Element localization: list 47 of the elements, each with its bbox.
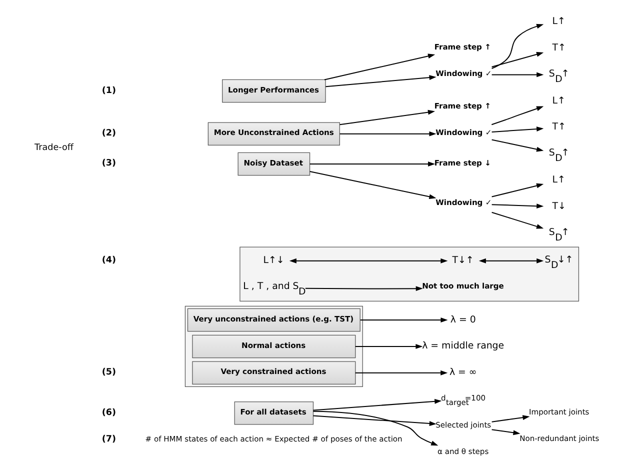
- node-text: λ = ∞: [448, 367, 476, 378]
- node-text: L↑: [552, 95, 565, 106]
- label: (4): [101, 256, 116, 266]
- arrow: [309, 162, 435, 166]
- arrow: [491, 204, 544, 209]
- arrow: [491, 52, 544, 68]
- arrow: [312, 398, 442, 411]
- label: Trade-off: [34, 142, 73, 153]
- arrow: [312, 410, 438, 446]
- node-text: T↑: [552, 42, 566, 54]
- arrow: [491, 24, 544, 69]
- arrow: [491, 429, 520, 436]
- arrow: [309, 170, 436, 200]
- arrow: [490, 106, 544, 126]
- arrow: [354, 370, 448, 376]
- arrow: [491, 139, 544, 152]
- arrow: [324, 54, 435, 80]
- arrow: [312, 415, 436, 426]
- label: (3): [101, 158, 116, 169]
- node-text: L↑↓: [262, 255, 284, 266]
- label: (7): [101, 434, 116, 444]
- arrow: [491, 212, 544, 229]
- arrow: [491, 72, 544, 78]
- arrow: [491, 415, 530, 422]
- arrow: [339, 131, 436, 136]
- cluster: [184, 306, 362, 388]
- node-text: T↓↑: [452, 255, 474, 266]
- node-text: T↓: [552, 201, 566, 212]
- arrow: [478, 258, 544, 264]
- arrow: [491, 183, 544, 198]
- label: (1): [101, 86, 116, 96]
- arrow: [491, 126, 544, 132]
- arrow: [354, 344, 422, 349]
- node-text: λ = 0: [450, 314, 476, 326]
- arrow: [325, 75, 436, 88]
- node-text: L↑: [552, 174, 565, 186]
- label: (6): [101, 408, 116, 418]
- arrow: [360, 318, 448, 323]
- label: (2): [101, 128, 116, 139]
- label: (5): [101, 368, 116, 378]
- cluster: [239, 246, 579, 302]
- node-text: λ = middle range: [422, 340, 504, 352]
- node-text: L↑: [552, 16, 565, 28]
- arrow: [304, 286, 422, 292]
- arrow: [288, 258, 448, 264]
- node-text: T↑: [552, 122, 566, 133]
- arrow: [339, 110, 435, 126]
